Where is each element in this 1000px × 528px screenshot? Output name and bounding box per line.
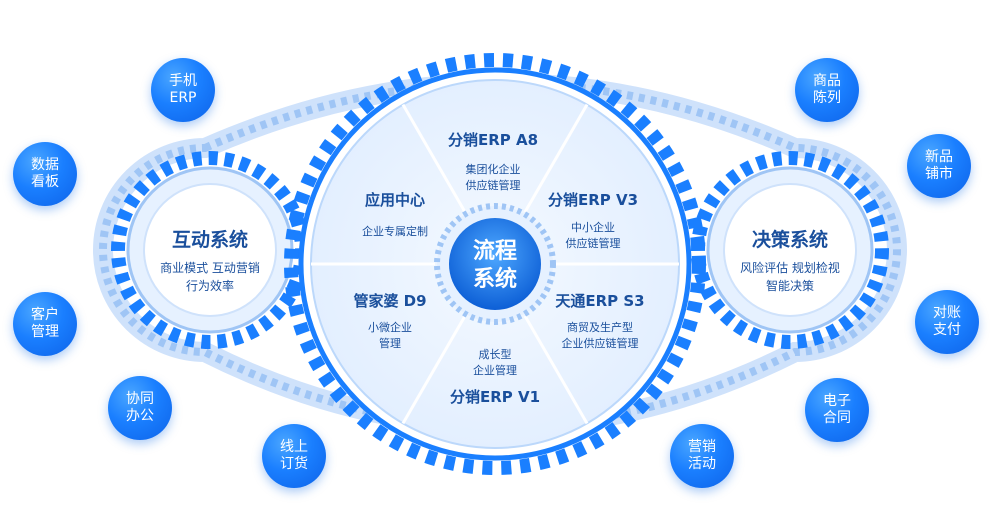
segment-desc-s3-1: 商贸及生产型 xyxy=(567,320,633,334)
chain-belt-dashes xyxy=(99,79,901,430)
right-gear: 决策系统 风险评估 规划检视 智能决策 xyxy=(691,151,889,349)
hub-line2: 系统 xyxy=(473,266,517,292)
bubble-label: 手机 ERP xyxy=(169,73,197,106)
bubble-label: 客户 管理 xyxy=(31,307,59,340)
bubble-mobile-erp[interactable]: 手机 ERP xyxy=(151,58,215,122)
segment-desc-v3-1: 中小企业 xyxy=(571,220,615,234)
segment-desc-app-center: 企业专属定制 xyxy=(362,224,428,238)
segment-title-v1: 分销ERP V1 xyxy=(450,388,540,406)
bubble-label: 电子 合同 xyxy=(823,393,851,426)
left-gear-line2: 行为效率 xyxy=(186,278,234,293)
bubble-marketing[interactable]: 营销 活动 xyxy=(670,424,734,488)
segment-dividers xyxy=(311,103,679,425)
right-gear-face xyxy=(723,183,857,317)
segment-divider xyxy=(523,103,589,213)
segment-title-app-center: 应用中心 xyxy=(365,191,425,209)
center-gear: 流程 系统 分销ERP A8 集团化企业 供应链管理 分销ERP V3 中小企业… xyxy=(284,53,706,475)
left-gear-title: 互动系统 xyxy=(172,228,248,251)
left-gear: 互动系统 商业模式 互动营销 行为效率 xyxy=(111,151,309,349)
bubble-product-display[interactable]: 商品 陈列 xyxy=(795,58,859,122)
bubble-label: 商品 陈列 xyxy=(813,73,841,106)
segment-desc-d9-1: 小微企业 xyxy=(368,320,412,334)
hub-core xyxy=(449,218,541,310)
segment-title-s3: 天通ERP S3 xyxy=(555,292,644,310)
segment-title-d9: 管家婆 D9 xyxy=(353,292,426,310)
bubble-new-product[interactable]: 新品 铺市 xyxy=(907,134,971,198)
bubble-label: 新品 铺市 xyxy=(925,149,953,182)
segment-desc-v1-2: 企业管理 xyxy=(473,363,517,377)
bubble-label: 协同 办公 xyxy=(126,391,154,424)
bubble-label: 线上 订货 xyxy=(280,439,308,472)
right-gear-line1: 风险评估 规划检视 xyxy=(740,260,840,275)
segment-divider xyxy=(401,315,467,425)
bubble-label: 数据 看板 xyxy=(31,157,59,190)
left-gear-line1: 商业模式 互动营销 xyxy=(160,260,260,275)
segment-divider xyxy=(401,103,467,213)
bubble-reconciliation[interactable]: 对账 支付 xyxy=(915,290,979,354)
segment-desc-v1-1: 成长型 xyxy=(479,347,512,361)
segment-divider xyxy=(523,315,589,425)
segment-title-v3: 分销ERP V3 xyxy=(548,191,638,209)
segment-desc-s3-2: 企业供应链管理 xyxy=(562,336,639,350)
right-gear-teeth xyxy=(691,151,889,349)
segment-desc-v3-2: 供应链管理 xyxy=(566,236,621,250)
bubble-collaboration[interactable]: 协同 办公 xyxy=(108,376,172,440)
bubble-customer-mgmt[interactable]: 客户 管理 xyxy=(13,292,77,356)
right-gear-line2: 智能决策 xyxy=(766,278,814,293)
segment-title-a8: 分销ERP A8 xyxy=(448,131,538,149)
bubble-label: 营销 活动 xyxy=(688,439,716,472)
bubble-label: 对账 支付 xyxy=(933,305,961,338)
segment-desc-a8-2: 供应链管理 xyxy=(466,178,521,192)
segment-desc-a8-1: 集团化企业 xyxy=(466,162,521,176)
bubble-online-order[interactable]: 线上 订货 xyxy=(262,424,326,488)
hub-line1: 流程 xyxy=(473,238,517,264)
segment-desc-d9-2: 管理 xyxy=(379,336,401,350)
left-gear-face xyxy=(143,183,277,317)
bubble-data-board[interactable]: 数据 看板 xyxy=(13,142,77,206)
right-gear-title: 决策系统 xyxy=(752,228,828,251)
bubble-e-contract[interactable]: 电子 合同 xyxy=(805,378,869,442)
center-gear-teeth xyxy=(284,53,706,475)
